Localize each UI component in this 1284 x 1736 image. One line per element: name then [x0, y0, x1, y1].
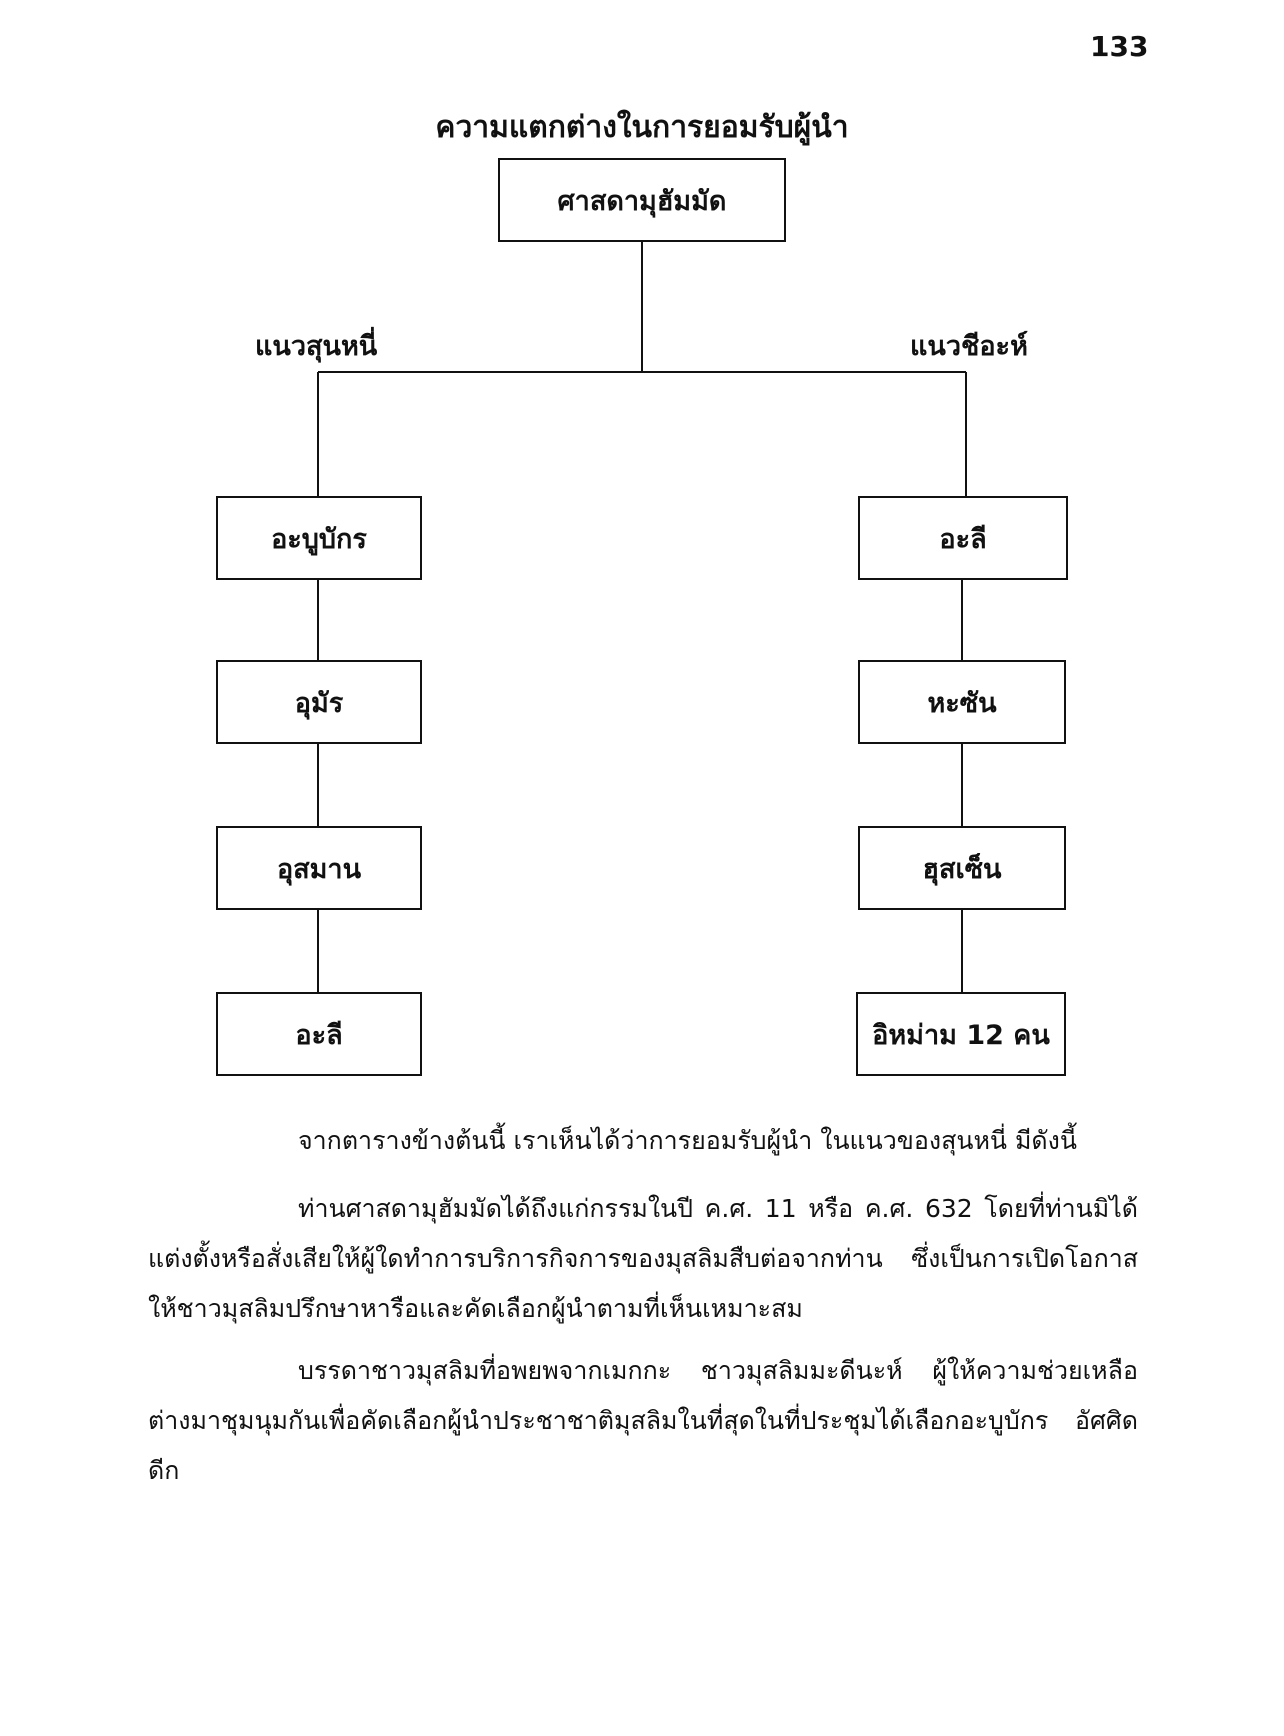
left-node-3: อุสมาน: [216, 826, 422, 910]
paragraph-3: บรรดาชาวมุสลิมที่อพยพจากเมกกะ ชาวมุสลิมม…: [148, 1356, 1138, 1485]
left-node-2: อุมัร: [216, 660, 422, 744]
left-node-1: อะบูบักร: [216, 496, 422, 580]
right-branch-label: แนวชีอะห์: [910, 331, 1028, 362]
right-node-4: อิหม่าม 12 คน: [856, 992, 1066, 1076]
right-node-3: ฮุสเซ็น: [858, 826, 1066, 910]
right-node-1: อะลี: [858, 496, 1068, 580]
right-node-2: หะซัน: [858, 660, 1066, 744]
root-node: ศาสดามุฮัมมัด: [498, 158, 786, 242]
left-branch-label: แนวสุนหนี่: [255, 331, 378, 362]
paragraph-2: ท่านศาสดามุฮัมมัดได้ถึงแก่กรรมในปี ค.ศ. …: [148, 1194, 1138, 1323]
paragraph-1: จากตารางข้างต้นนี้ เราเห็นได้ว่าการยอมรั…: [298, 1126, 1077, 1155]
diagram-title: ความแตกต่างในการยอมรับผู้นำ: [435, 110, 849, 145]
page-number: 133: [1090, 30, 1149, 63]
left-node-4: อะลี: [216, 992, 422, 1076]
